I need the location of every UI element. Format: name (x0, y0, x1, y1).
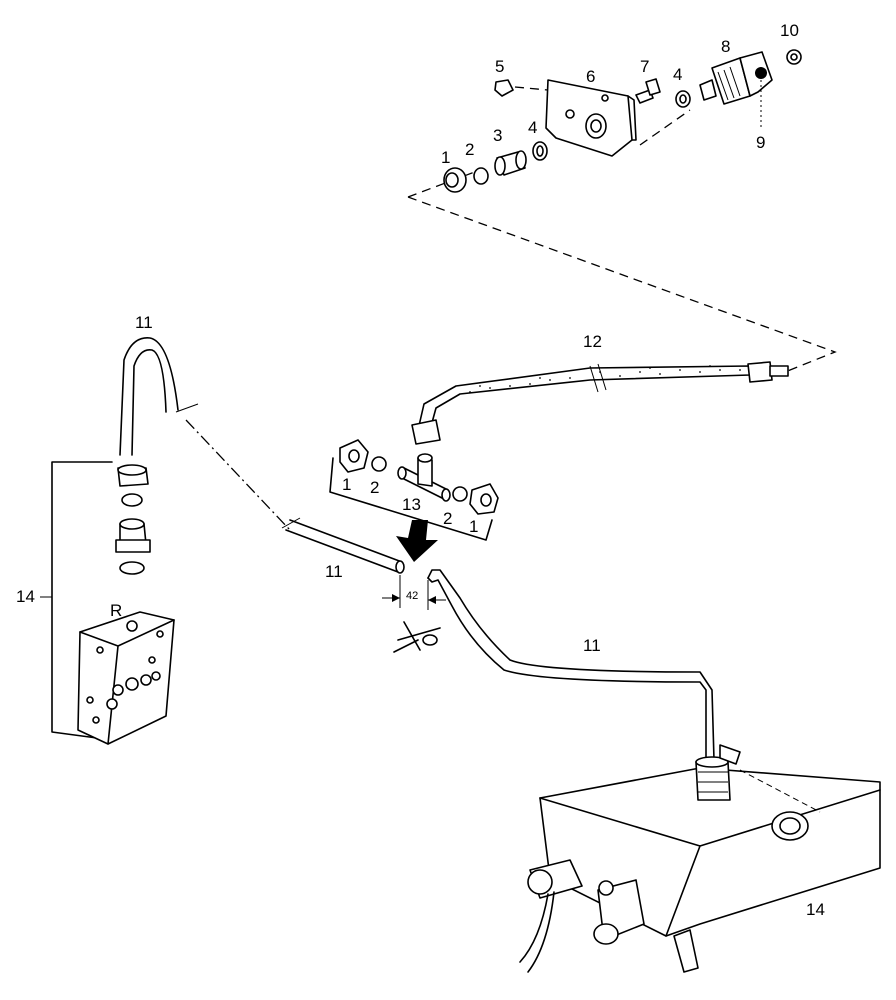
bracket-plate-part-6 (545, 79, 637, 157)
tank-connector-left (519, 859, 583, 973)
label-2-tee-left: 2 (370, 478, 379, 497)
tank-mount-foot (673, 929, 699, 973)
label-14-left: 14 (16, 587, 35, 606)
label-dimension: 42 (406, 590, 418, 602)
label-1-tee-left: 1 (342, 475, 351, 494)
part-labels: 1 2 3 4 5 6 7 4 8 9 10 11 11 11 12 1 2 1… (16, 21, 825, 919)
nut-part-5 (494, 79, 514, 97)
tee-part-13 (397, 453, 451, 502)
ring-part-2b (371, 456, 387, 472)
distributor-block (77, 611, 175, 745)
label-5: 5 (495, 57, 504, 76)
pipe-hidden-path (185, 419, 291, 531)
valve-block-left (40, 461, 175, 745)
screw-part-7 (635, 78, 661, 104)
fitting-stack-left (115, 464, 151, 575)
label-9: 9 (756, 133, 765, 152)
label-3: 3 (493, 126, 502, 145)
washer-part-4a (532, 141, 548, 161)
ring-part-2c (452, 486, 468, 502)
nut-part-1b (339, 439, 369, 473)
washer-part-4b (675, 90, 691, 108)
tee-group-bracket (329, 457, 493, 541)
do-not-cross-mark (393, 621, 441, 653)
label-13: 13 (402, 495, 421, 514)
adapter-part-3 (494, 150, 527, 176)
label-port-r: R (110, 601, 122, 620)
reference-dashed-line (407, 169, 837, 373)
label-8: 8 (721, 37, 730, 56)
ring-part-2-top (473, 167, 489, 185)
tee-fitting-group (329, 439, 499, 562)
label-1-top: 1 (441, 148, 450, 167)
tank-connector-right (593, 879, 645, 945)
label-2-top: 2 (465, 140, 474, 159)
sensor-part-8 (699, 51, 773, 105)
label-10: 10 (780, 21, 799, 40)
tank-fitting-top (695, 744, 741, 801)
label-11-middle: 11 (325, 562, 343, 581)
nut-part-1c (469, 483, 499, 515)
label-11-right: 11 (583, 636, 601, 655)
hose-part-12 (411, 361, 789, 445)
label-4-right: 4 (673, 65, 682, 84)
label-14-right: 14 (806, 900, 825, 919)
pipe-part-11 (119, 337, 715, 761)
label-6: 6 (586, 67, 595, 86)
label-1-tee-right: 1 (469, 517, 478, 536)
label-7: 7 (640, 57, 649, 76)
insert-arrow (396, 520, 438, 562)
label-12: 12 (583, 332, 602, 351)
tank-right (519, 744, 881, 973)
tank-port (771, 811, 809, 841)
label-11-top: 11 (135, 313, 153, 332)
label-4-left: 4 (528, 118, 537, 137)
nut-part-1-top (443, 167, 467, 193)
nut-part-10 (786, 49, 802, 65)
label-2-tee-right: 2 (443, 509, 452, 528)
sensor-assembly-group (407, 49, 837, 373)
